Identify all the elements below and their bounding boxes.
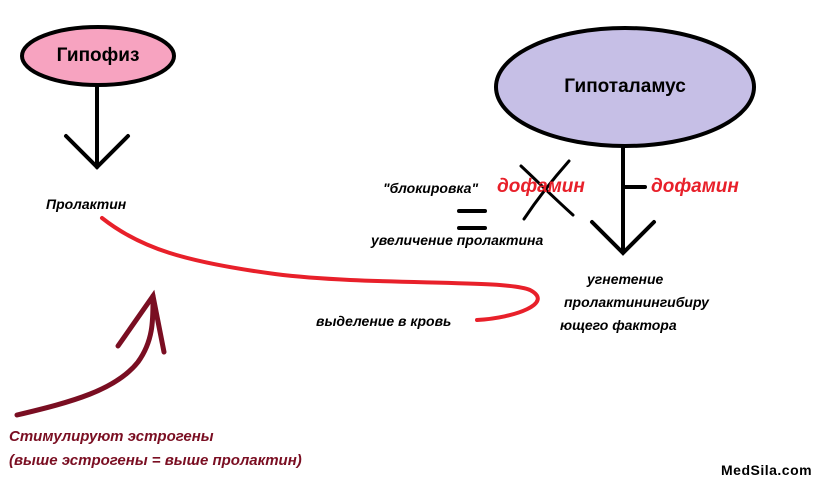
estrogen-arrow	[14, 289, 167, 418]
prolactin-increase-label: увеличение пролактина	[371, 232, 544, 248]
watermark: MedSila.com	[721, 462, 813, 478]
dopamine-label: дофамин	[651, 176, 739, 197]
pituitary-label: Гипофиз	[56, 45, 140, 66]
hypothalamus-down-arrow	[590, 145, 656, 256]
inhibition-line-1: угнетение	[587, 271, 664, 287]
estrogen-label-line-1: Стимулируют эстрогены	[9, 428, 214, 445]
hypothalamus-label: Гипоталамус	[564, 76, 686, 97]
pituitary-down-arrow	[64, 84, 130, 170]
release-to-blood-label: выделение в кровь	[316, 313, 452, 329]
inhibition-line-2: пролактинингибиру	[564, 294, 709, 310]
hypothalamus-ellipse	[494, 26, 756, 148]
inhibition-line-3: ющего фактора	[560, 317, 677, 333]
dopamine-crossed-label: дофамин	[497, 176, 585, 197]
blocking-label: "блокировка"	[383, 180, 479, 196]
prolactin-label: Пролактин	[46, 196, 127, 212]
estrogen-label-line-2: (выше эстрогены = выше пролактин)	[9, 452, 302, 469]
blood-release-curve	[100, 216, 540, 322]
equals-sign	[457, 209, 487, 230]
dopamine-cross-mark	[519, 159, 575, 221]
